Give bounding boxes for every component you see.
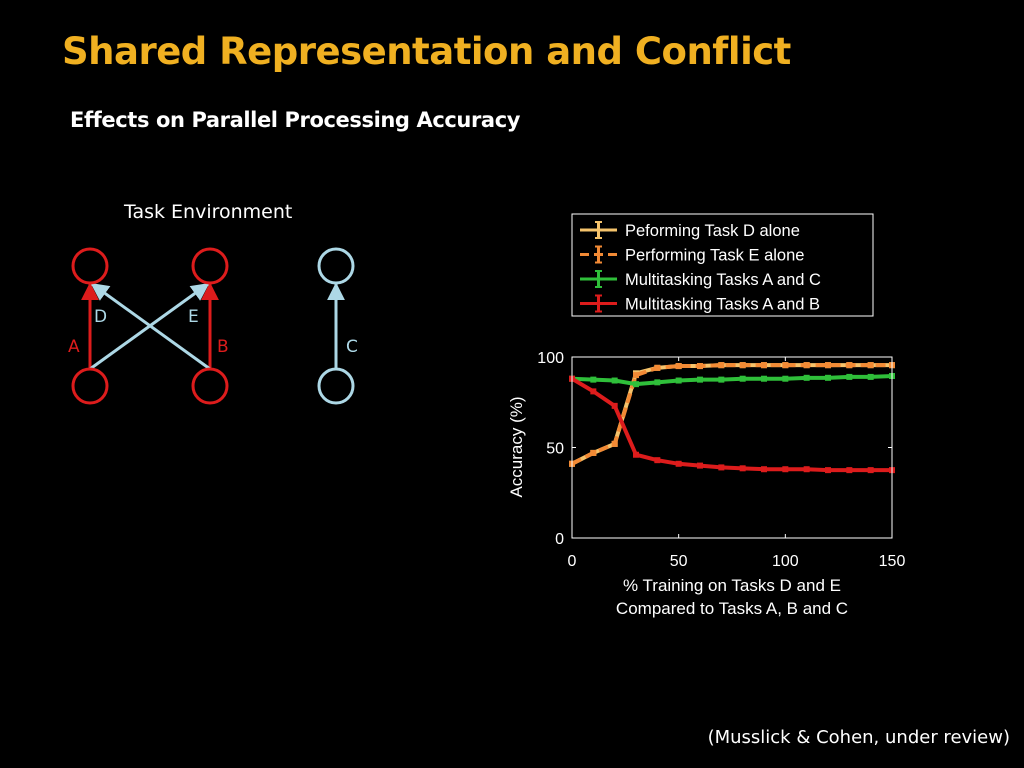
series-point-2	[675, 377, 682, 384]
series-point-2	[761, 375, 767, 382]
series-point-3	[718, 464, 725, 471]
series-point-2	[782, 375, 789, 382]
label-E: E	[188, 307, 199, 327]
x-tick-label: 150	[879, 553, 906, 570]
series-point-2	[739, 375, 746, 382]
edge-D	[90, 282, 211, 371]
slide-subtitle: Effects on Parallel Processing Accuracy	[70, 108, 521, 132]
label-D: D	[94, 307, 107, 327]
series-point-1	[803, 362, 810, 369]
series-point-1	[654, 364, 661, 371]
series-point-3	[611, 402, 618, 409]
series-point-2	[825, 374, 831, 381]
series-point-3	[739, 465, 746, 472]
series-point-2	[633, 381, 639, 388]
series-point-2	[867, 373, 874, 380]
series-line-3	[570, 377, 892, 473]
label-A: A	[68, 337, 80, 357]
y-tick-label: 50	[546, 441, 564, 458]
series-line-2	[571, 374, 893, 387]
series-point-3	[825, 467, 831, 474]
series-point-1	[846, 362, 853, 369]
series-point-3	[590, 388, 597, 395]
series-point-3	[782, 466, 789, 473]
series-point-1	[739, 362, 746, 369]
y-tick-label: 100	[537, 350, 564, 367]
series-point-3	[697, 462, 703, 469]
series-point-2	[846, 373, 853, 380]
series-point-2	[654, 379, 661, 386]
x-tick-label: 100	[772, 553, 799, 570]
output-node-2	[191, 247, 229, 285]
series-point-3	[633, 451, 639, 458]
series-point-2	[718, 376, 725, 383]
series-point-2	[697, 376, 703, 383]
series-point-3	[846, 467, 853, 474]
label-C: C	[346, 337, 358, 357]
series-point-2	[611, 377, 618, 384]
input-node-3	[317, 367, 355, 405]
legend-box	[571, 213, 874, 317]
chart-series-group	[569, 362, 895, 474]
x-axis-label-line1: % Training on Tasks D and E	[623, 576, 841, 595]
series-point-1	[633, 372, 639, 379]
input-node-2	[191, 367, 229, 405]
x-tick-label: 0	[568, 553, 577, 570]
citation: (Musslick & Cohen, under review)	[707, 727, 1010, 748]
series-point-1	[761, 362, 767, 369]
series-point-3	[761, 466, 767, 473]
series-point-2	[590, 376, 597, 383]
series-point-3	[803, 466, 810, 473]
output-node-3	[317, 247, 355, 285]
series-point-1	[697, 363, 703, 370]
legend-label: Performing Task E alone	[625, 247, 804, 265]
series-point-3	[654, 457, 661, 464]
y-tick-label: 0	[555, 531, 564, 548]
plot-frame	[571, 356, 893, 539]
series-point-1	[782, 362, 789, 369]
series-point-1	[825, 362, 831, 369]
series-point-1	[718, 362, 725, 369]
legend-label: Multitasking Tasks A and C	[625, 271, 821, 289]
legend-label: Multitasking Tasks A and B	[625, 296, 820, 314]
output-node-1	[71, 247, 109, 285]
series-line-1	[571, 363, 892, 466]
label-B: B	[217, 337, 229, 357]
series-point-1	[675, 363, 682, 370]
series-point-2	[803, 374, 810, 381]
x-axis-label-line2: Compared to Tasks A, B and C	[616, 599, 848, 618]
series-point-1	[867, 362, 874, 369]
legend-label: Peforming Task D alone	[625, 222, 800, 240]
input-node-1	[71, 367, 109, 405]
slide-title: Shared Representation and Conflict	[62, 30, 791, 73]
accuracy-chart: 0 50 100 150 0 50 100 Accuracy (%) % Training …	[507, 213, 905, 618]
series-point-3	[867, 467, 874, 474]
diagram-title: Task Environment	[123, 201, 292, 223]
task-environment-diagram: Task Environment A B C D E	[68, 201, 358, 405]
series-point-1	[590, 449, 597, 456]
y-axis-label: Accuracy (%)	[507, 396, 526, 497]
chart-ticks-group: 0 50 100 150 0 50 100	[537, 350, 905, 570]
series-point-3	[675, 460, 682, 467]
series-point-1	[611, 440, 618, 447]
x-tick-label: 50	[670, 553, 688, 570]
